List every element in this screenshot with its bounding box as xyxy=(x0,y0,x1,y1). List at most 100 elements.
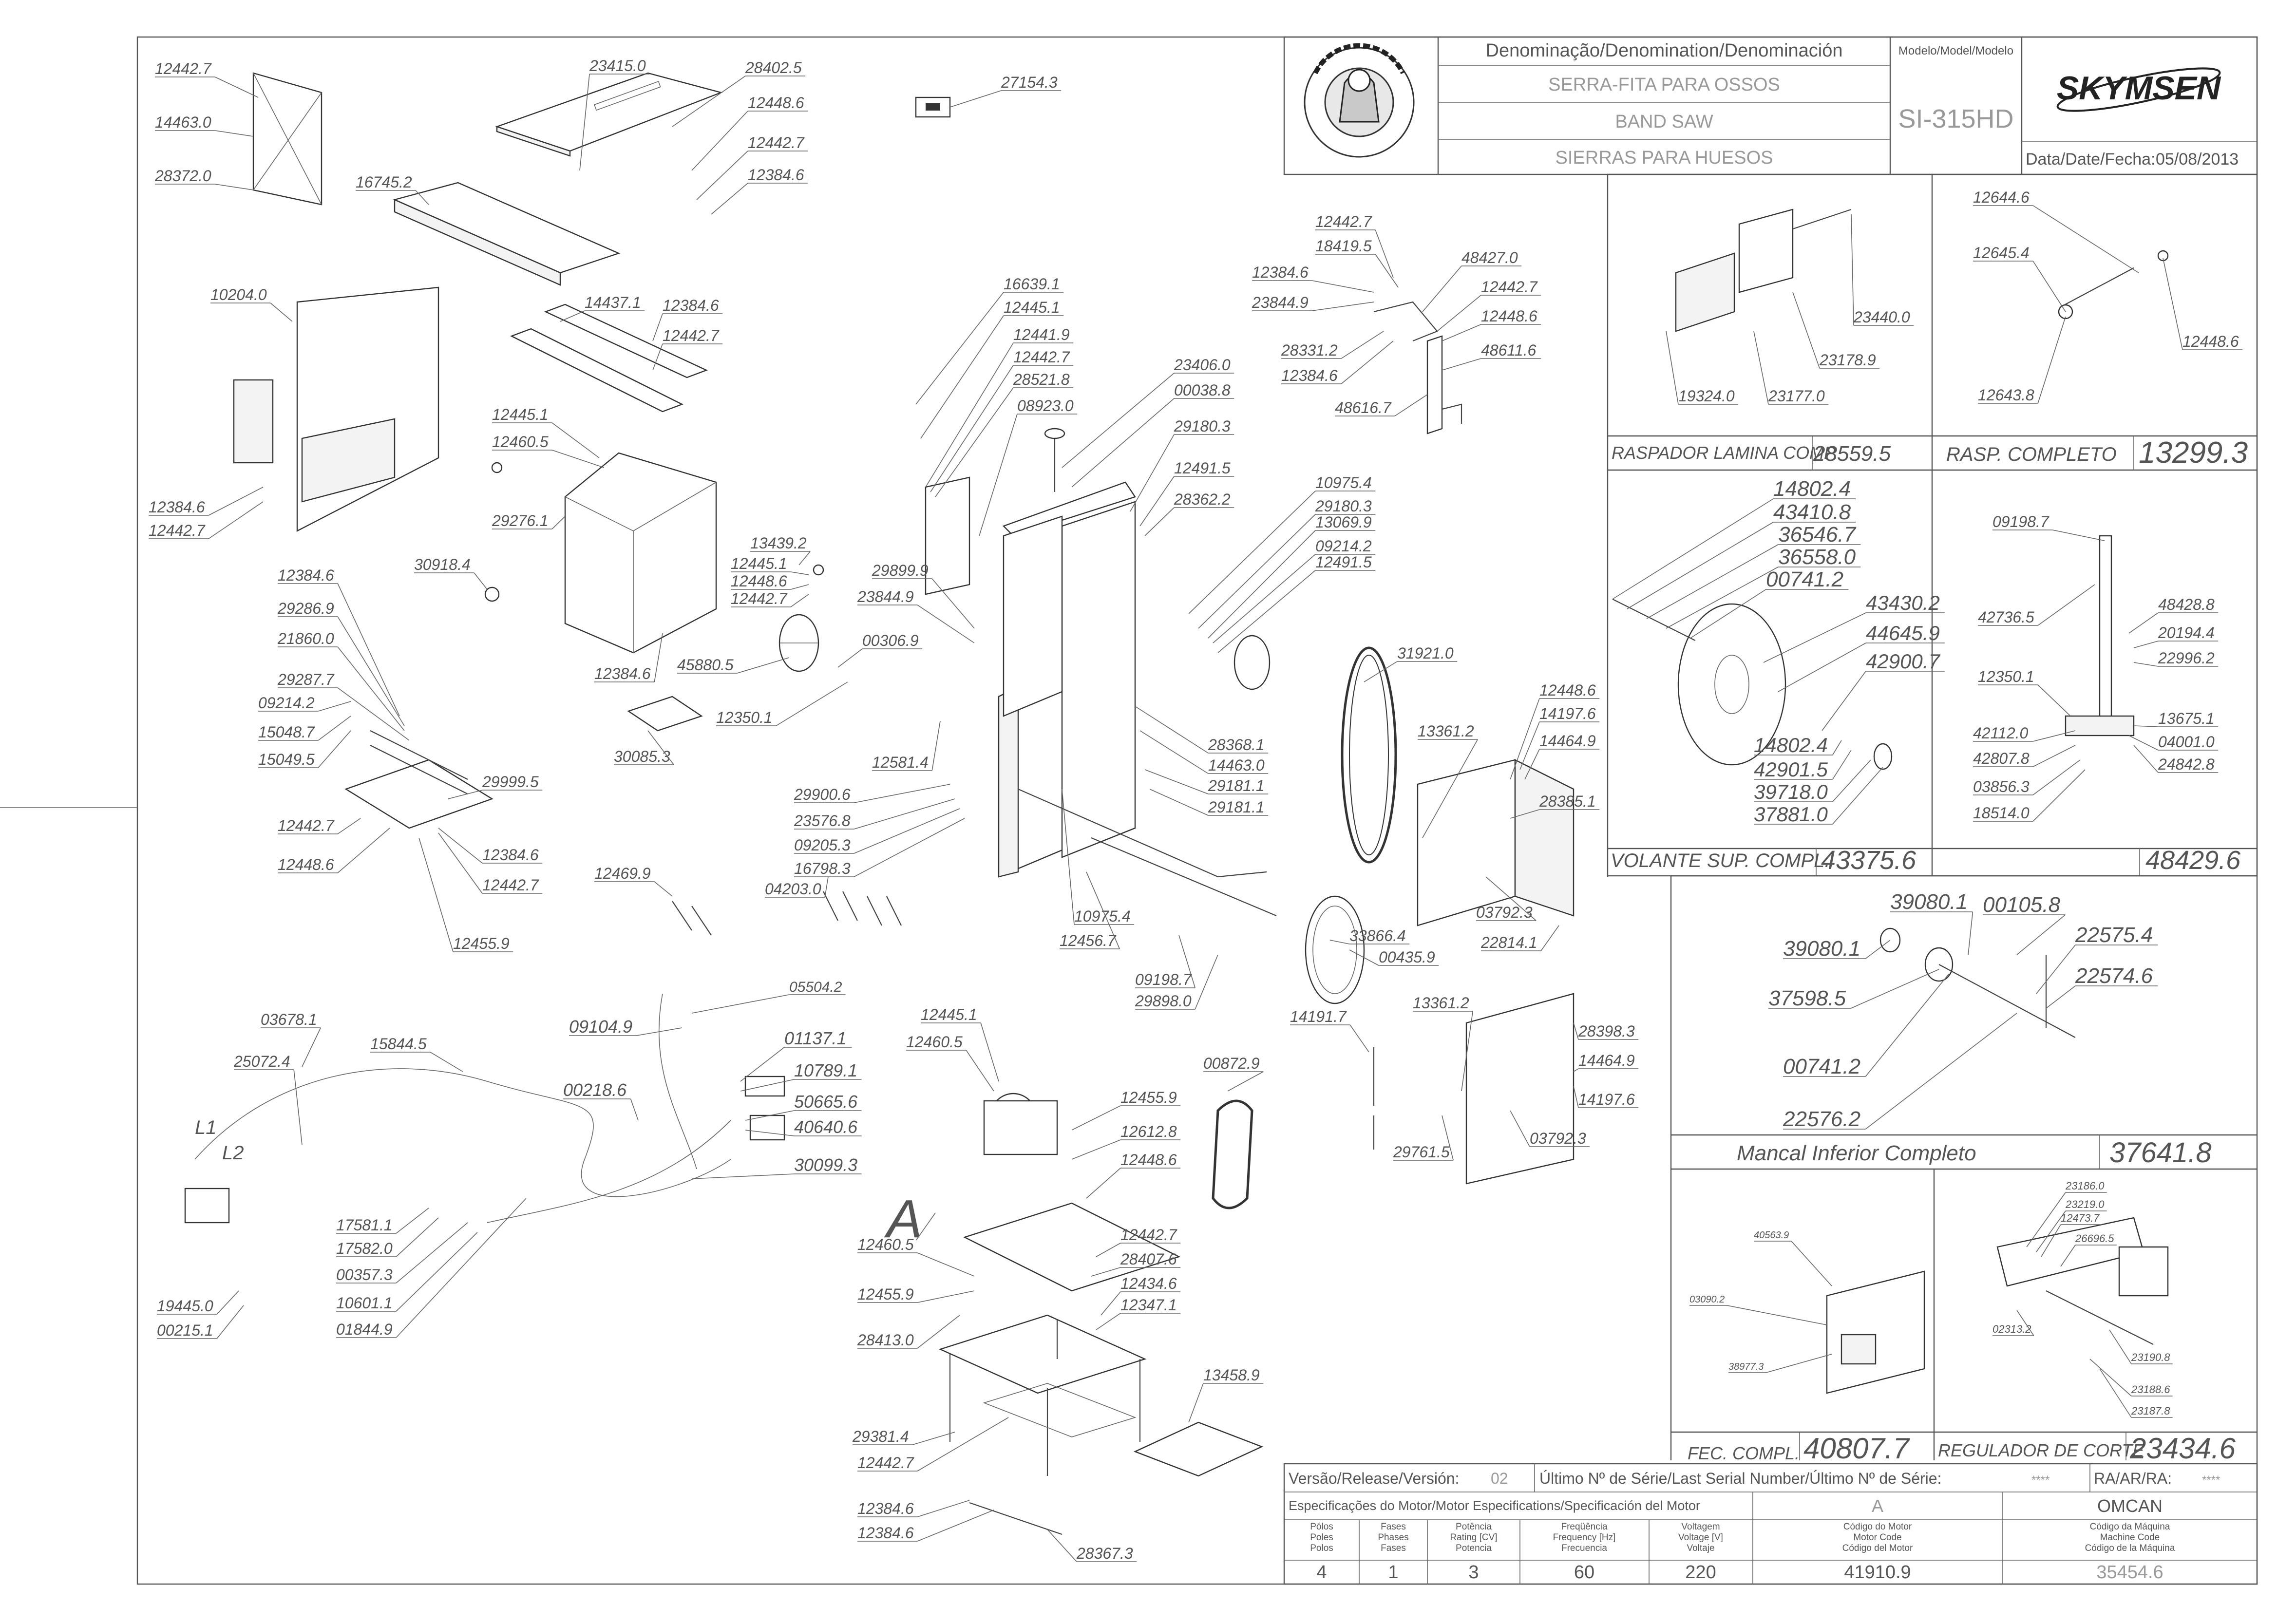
part-number-label-leader xyxy=(1349,1024,1369,1053)
part-number-label: 12455.9 xyxy=(857,1285,914,1303)
panel-part-label-leader xyxy=(2109,1329,2132,1364)
part-number-label-leader xyxy=(1485,876,1537,921)
part-number-label-leader xyxy=(318,730,351,768)
part-number-label-leader xyxy=(1208,530,1316,639)
subassembly-code: 23434.6 xyxy=(2129,1432,2236,1465)
part-number-label: 12442.7 xyxy=(663,327,720,344)
spec-column-label: Phases xyxy=(1378,1532,1408,1543)
spec-columns: PólosPolesPolos4FasesPhasesFases1Potênci… xyxy=(1310,1522,2175,1583)
part-number-label-leader xyxy=(917,1500,970,1517)
part-number-label: 09205.3 xyxy=(794,836,851,854)
part-number-label: 09198.7 xyxy=(1135,971,1192,988)
panel-part-label: 22576.2 xyxy=(1783,1107,1860,1131)
part-number-label-leader xyxy=(966,1050,994,1092)
part-number-label-leader xyxy=(1442,324,1481,341)
part-number-label-leader xyxy=(396,1222,468,1284)
part-number-label-leader xyxy=(776,681,848,726)
part-number-label: 29180.3 xyxy=(1174,417,1231,435)
machine-column-header: OMCAN xyxy=(2097,1496,2163,1516)
part-number-label: 23415.0 xyxy=(589,57,646,75)
part-number-label: 19445.0 xyxy=(157,1297,213,1315)
part-number-label: 25072.4 xyxy=(233,1053,290,1070)
panel-part-label: 12644.6 xyxy=(1973,189,2030,206)
subassembly-code: 43375.6 xyxy=(1821,846,1916,875)
panel-part-label: 12473.7 xyxy=(2061,1212,2100,1224)
part-number-label-leader xyxy=(293,1069,303,1145)
part-number-label: 29900.6 xyxy=(794,786,851,803)
spec-column-value: 35454.6 xyxy=(2096,1562,2163,1583)
part-number-label: 01137.1 xyxy=(784,1028,846,1048)
spec-column-label: Potência xyxy=(1456,1522,1492,1532)
part-number-label-leader xyxy=(1349,949,1379,966)
part-number-label-leader xyxy=(1188,491,1316,614)
spec-column-label: Voltagem xyxy=(1681,1522,1720,1532)
part-number-label: 30918.4 xyxy=(414,556,471,573)
subassembly-code: 48429.6 xyxy=(2145,846,2241,875)
panel-part-label: 12645.4 xyxy=(1973,244,2030,262)
panel-part-label: 42807.8 xyxy=(1973,750,2030,767)
part-number-label-leader xyxy=(912,1432,955,1445)
part-number-label: 13439.2 xyxy=(750,534,807,552)
panel-part-label-leader xyxy=(1612,498,1774,600)
part-number-label: 28385.1 xyxy=(1539,793,1596,810)
part-number-label: 12442.7 xyxy=(155,60,212,77)
part-number-label: 13458.9 xyxy=(1203,1366,1260,1384)
part-number-label: 12434.6 xyxy=(1120,1275,1177,1292)
part-number-label: 12384.6 xyxy=(857,1500,914,1517)
part-number-label: 12441.9 xyxy=(1013,326,1070,343)
part-number-label-leader xyxy=(790,594,809,607)
spec-column-label: Fases xyxy=(1381,1522,1406,1532)
part-number-label: 00038.8 xyxy=(1174,381,1231,399)
part-number-label-leader xyxy=(854,798,955,830)
part-number-label: 23576.8 xyxy=(794,812,851,830)
part-number-label: 05504.2 xyxy=(789,979,842,995)
part-number-label: 28413.0 xyxy=(857,1331,914,1349)
part-number-label-leader xyxy=(1442,358,1481,371)
spec-column-value: 220 xyxy=(1685,1562,1716,1583)
part-number-label-leader xyxy=(1364,661,1398,682)
panel-part-label-leader xyxy=(1832,767,1883,825)
part-number-label: 31921.0 xyxy=(1397,644,1454,662)
panel-part-label: 00741.2 xyxy=(1783,1055,1860,1078)
subassembly-name: REGULADOR DE CORTE xyxy=(1938,1440,2144,1460)
part-number-label-leader xyxy=(418,837,454,952)
part-number-label: 29276.1 xyxy=(492,512,549,529)
panel-part-label: 23219.0 xyxy=(2065,1198,2105,1210)
part-number-label-leader xyxy=(636,1027,683,1036)
parts-geometry xyxy=(184,72,2169,1535)
panel-part-label: 36558.0 xyxy=(1778,545,1856,569)
part-number-label: 12455.9 xyxy=(453,935,510,952)
part-number-label-leader xyxy=(1198,514,1316,629)
panel-part-label-leader xyxy=(2041,1224,2061,1257)
right-panels xyxy=(1607,173,2258,1460)
subassembly-code: 37641.8 xyxy=(2109,1137,2212,1169)
panel-part-label-leader xyxy=(2089,1359,2132,1397)
part-number-label: 18419.5 xyxy=(1315,237,1372,255)
subassembly-code: 40807.7 xyxy=(1803,1432,1911,1465)
part-number-label-leader xyxy=(396,1217,439,1257)
part-number-label: 12442.7 xyxy=(857,1454,914,1472)
part-number-label-leader xyxy=(438,832,483,894)
part-number-label-leader xyxy=(438,828,483,864)
part-number-label-leader xyxy=(1217,570,1316,653)
panel-part-label: 38977.3 xyxy=(1728,1361,1764,1372)
panel-part-label: 19324.0 xyxy=(1678,387,1735,405)
part-number-label: 12384.6 xyxy=(663,297,719,314)
subassembly-name: RASP. COMPLETO xyxy=(1946,444,2117,465)
part-number-label-leader xyxy=(920,315,1004,439)
part-number-label: 29761.5 xyxy=(1393,1143,1450,1161)
part-number-label: 12612.8 xyxy=(1120,1123,1177,1140)
part-number-label: 28367.3 xyxy=(1076,1545,1133,1562)
panel-part-label: 12643.8 xyxy=(1978,386,2034,404)
part-number-label-leader xyxy=(337,818,361,834)
part-number-label: 13361.2 xyxy=(1413,994,1469,1012)
panel-part-label: 39718.0 xyxy=(1754,780,1828,803)
spec-column-label: Potencia xyxy=(1456,1543,1492,1553)
panel-part-label-leader xyxy=(1627,522,1774,609)
panel-part-label: 12350.1 xyxy=(1978,668,2034,685)
part-number-label: 12347.1 xyxy=(1120,1296,1177,1314)
part-number-label: 09214.2 xyxy=(1315,537,1372,555)
part-number-label: 48427.0 xyxy=(1461,249,1518,266)
panel-part-label-leader xyxy=(1753,331,1769,405)
